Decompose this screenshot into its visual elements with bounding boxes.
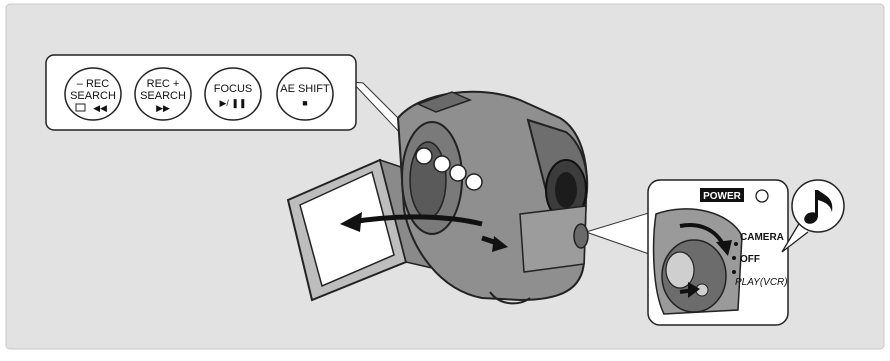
- power-dial-knob[interactable]: [666, 252, 694, 288]
- focus-label: FOCUS: [214, 83, 253, 95]
- power-indicator-lamp: [756, 190, 768, 202]
- rec-search-minus-button[interactable]: – REC SEARCH ◀◀: [65, 68, 121, 120]
- buttons-callout: – REC SEARCH ◀◀ REC + SEARCH ▶▶ FOCUS ▶/…: [46, 55, 356, 130]
- off-label: OFF: [740, 254, 760, 265]
- play-position-dot: [732, 270, 736, 274]
- minus-symbol: –: [77, 78, 84, 90]
- svg-text:REC +: REC +: [147, 78, 180, 90]
- rec-search-plus-button[interactable]: REC + SEARCH ▶▶: [135, 68, 191, 120]
- camera-label: CAMERA: [740, 232, 784, 243]
- rec-label: REC: [147, 78, 170, 90]
- fast-forward-icon: ▶▶: [156, 103, 170, 113]
- power-label: POWER: [703, 191, 742, 202]
- off-position-dot: [732, 256, 736, 260]
- focus-button[interactable]: FOCUS ▶/ ❚❚: [205, 68, 261, 120]
- camera-position-dot: [734, 242, 738, 246]
- ae-shift-button[interactable]: AE SHIFT ■: [277, 68, 333, 120]
- camera-power-dial[interactable]: [574, 224, 588, 248]
- camera-button-1[interactable]: [416, 148, 432, 164]
- camera-button-3[interactable]: [450, 165, 466, 181]
- rec-label: REC: [86, 78, 109, 90]
- stop-icon: ■: [302, 98, 307, 108]
- camera-button-2[interactable]: [434, 156, 450, 172]
- play-pause-icon: ▶/ ❚❚: [219, 98, 246, 109]
- search-label: SEARCH: [140, 90, 186, 102]
- svg-text:– REC: – REC: [77, 78, 109, 90]
- rewind-icon: ◀◀: [93, 103, 107, 113]
- camera-button-4[interactable]: [466, 174, 482, 190]
- plus-symbol: +: [173, 78, 179, 90]
- power-callout: POWER CAMERA OFF PLAY(VCR): [648, 180, 788, 325]
- ae-shift-label: AE SHIFT: [280, 83, 330, 95]
- viewfinder-eyepiece: [555, 172, 577, 208]
- play-vcr-label: PLAY(VCR): [735, 277, 788, 288]
- search-label: SEARCH: [70, 90, 116, 102]
